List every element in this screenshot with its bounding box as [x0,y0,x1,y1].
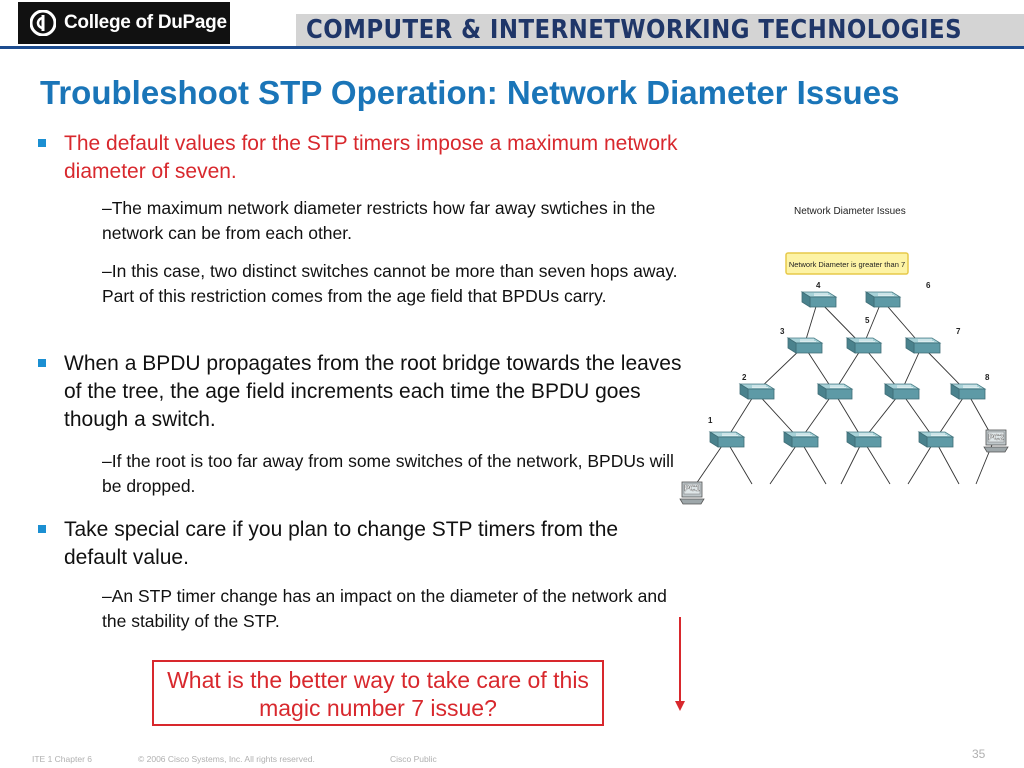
switch-2 [739,383,775,400]
sub-bullet-3-1: –An STP timer change has an impact on th… [102,586,667,631]
sub-bullet-1-2: –In this case, two distinct switches can… [102,261,678,306]
switch-8 [950,383,986,400]
diagram-callout-box [785,252,909,275]
switch-row4-c [846,431,882,448]
hop-label-7: 7 [956,327,961,336]
college-logo: College of DuPage [18,2,230,44]
sub-bullet-1-1: –The maximum network diameter restricts … [102,198,656,243]
page-number: 35 [972,747,986,761]
slide-title: Troubleshoot STP Operation: Network Diam… [40,74,900,111]
college-logo-icon [30,10,56,36]
logo-text: College of DuPage [64,12,227,33]
hop-label-4: 4 [816,281,821,290]
bullet-2: When a BPDU propagates from the root bri… [38,350,684,434]
switch-row4-d [918,431,954,448]
network-diagram: Network Diameter Issues Network Diameter… [679,206,1009,505]
pc2-label: PC2 [988,433,1004,442]
program-banner [296,14,1024,46]
switch-row3-c [884,383,920,400]
switch-3 [787,337,823,354]
question-box: What is the better way to take care of t… [152,660,604,726]
bullet-3: Take special care if you plan to change … [38,516,684,572]
switch-row4-b [783,431,819,448]
hop-label-2: 2 [742,373,747,382]
switch-6 [865,291,901,308]
switch-5 [846,337,882,354]
hop-label-6: 6 [926,281,931,290]
sub-bullet-2-1: –If the root is too far away from some s… [102,451,674,496]
footer-course: ITE 1 Chapter 6 [32,754,93,764]
down-arrow-icon [675,617,685,711]
pc1-label: PC1 [684,484,700,493]
program-banner-text: COMPUTER & INTERNETWORKING TECHNOLOGIES [306,15,962,45]
hop-label-8: 8 [985,373,990,382]
footer-copyright: © 2006 Cisco Systems, Inc. All rights re… [138,754,315,764]
switch-row3-b [817,383,853,400]
hop-label-1: 1 [708,416,713,425]
diagram-callout: Network Diameter is greater than 7 [789,260,905,269]
switch-4 [801,291,837,308]
switch-7 [905,337,941,354]
slide-header: College of DuPage COMPUTER & INTERNETWOR… [0,0,1024,49]
diagram-title: Network Diameter Issues [794,206,906,217]
footer-classification: Cisco Public [390,754,437,764]
switch-1 [709,431,745,448]
hop-label-5: 5 [865,316,870,325]
header-divider [0,46,1024,49]
bullet-1: The default values for the STP timers im… [38,130,684,186]
hop-label-3: 3 [780,327,785,336]
